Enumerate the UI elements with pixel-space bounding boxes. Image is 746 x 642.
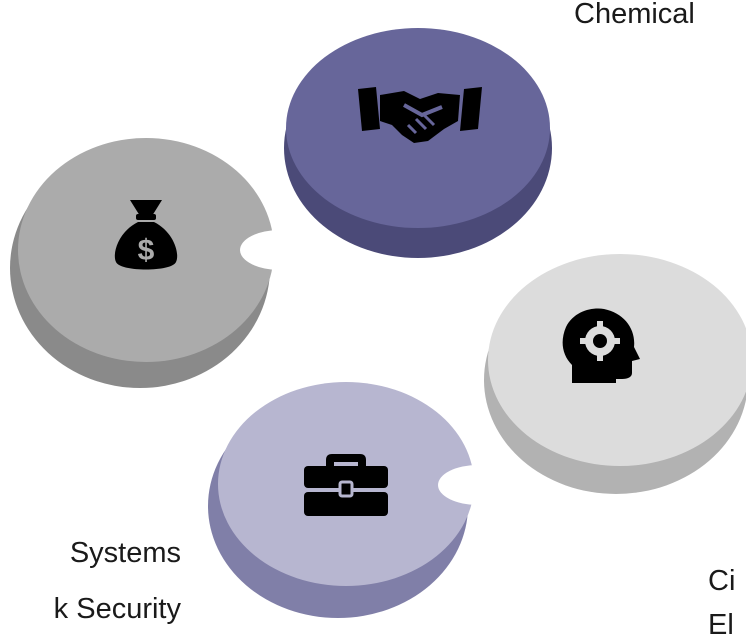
handshake-node [284, 28, 552, 258]
head-gear-icon [562, 308, 640, 383]
label-bottom-left-line2: k Security [53, 593, 181, 625]
briefcase-icon [304, 454, 388, 516]
svg-text:$: $ [138, 234, 155, 267]
handshake-icon [358, 87, 482, 143]
label-bottom-left-line1: Systems [69, 537, 181, 569]
label-top-right: Chemical [574, 0, 695, 30]
label-bottom-right-line2: El [708, 609, 734, 641]
diagram-canvas: $ [10, 28, 746, 618]
label-bottom-right-line1: Ci [708, 565, 736, 597]
money-bag-icon: $ [114, 200, 178, 270]
